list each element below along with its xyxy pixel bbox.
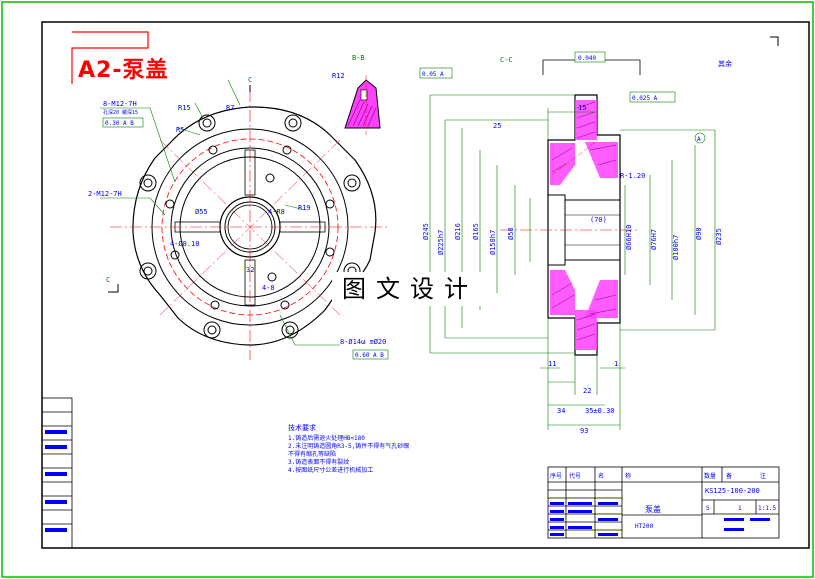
- notes-heading: 技术要求: [288, 423, 316, 432]
- svg-text:2.未注明铸造圆角R3-5,铸件不得有气孔砂眼: 2.未注明铸造圆角R3-5,铸件不得有气孔砂眼: [288, 442, 409, 450]
- section-c-top: C: [248, 76, 252, 84]
- label-d20: 4-8: [262, 284, 275, 292]
- front-view: [100, 79, 390, 360]
- svg-text:22: 22: [583, 387, 591, 395]
- svg-text:1.铸造后需退火处理HB<180: 1.铸造后需退火处理HB<180: [288, 434, 365, 442]
- left-side-table: [41, 397, 73, 549]
- svg-text:93: 93: [580, 427, 588, 435]
- svg-text:34: 34: [557, 407, 565, 415]
- label-r7: R7: [226, 104, 234, 112]
- svg-text:15: 15: [578, 104, 586, 112]
- technical-notes: 技术要求 1.铸造后需退火处理HB<180 2.未注明铸造圆角R3-5,铸件不得…: [288, 423, 409, 474]
- svg-text:Ø165: Ø165: [472, 223, 480, 240]
- section-cc: [429, 51, 716, 430]
- title-block: [547, 466, 780, 539]
- label-runout-left: 0.05 A: [422, 71, 444, 78]
- svg-text:Ø216: Ø216: [454, 223, 462, 240]
- label-r12: R12: [332, 72, 345, 80]
- label-thread2: 2-M12-7H: [88, 190, 122, 198]
- svg-text:R-1.20: R-1.20: [620, 172, 645, 180]
- svg-text:Ø90: Ø90: [695, 227, 703, 240]
- label-flat: 0.040: [578, 55, 596, 62]
- label-holes: 8-Ø14ω ≡Ø20: [340, 338, 386, 346]
- svg-text:不得有缩孔等缺陷: 不得有缩孔等缺陷: [288, 450, 336, 458]
- part-name: 泵盖: [645, 504, 661, 514]
- svg-text:S: S: [706, 505, 710, 512]
- material: HT200: [635, 523, 653, 530]
- drawing-frame: [41, 21, 810, 549]
- watermark: 图文设计: [332, 272, 488, 306]
- svg-text:4.按图纸尺寸公差进行机械加工: 4.按图纸尺寸公差进行机械加工: [288, 466, 373, 474]
- svg-text:11: 11: [548, 360, 556, 368]
- label-datum-a: A: [697, 136, 701, 143]
- label-r19: R19: [298, 204, 311, 212]
- svg-text:3.铸造表面不得有裂纹: 3.铸造表面不得有裂纹: [288, 458, 349, 466]
- svg-text:名: 名: [598, 472, 604, 480]
- svg-text:1: 1: [738, 505, 742, 512]
- svg-text:备: 备: [726, 472, 732, 480]
- svg-text:序号: 序号: [550, 472, 562, 480]
- label-d55: Ø55: [195, 208, 208, 216]
- drawing-title: A2-泵盖: [78, 58, 169, 83]
- svg-text:Ø66H10: Ø66H10: [625, 225, 633, 250]
- section-c-bottom: C: [106, 276, 110, 284]
- svg-text:1: 1: [614, 360, 618, 368]
- drawing-number: KS125-100-200: [705, 487, 760, 495]
- svg-text:Ø76H7: Ø76H7: [650, 229, 658, 250]
- title-block-text: 序号 代号 名 称 数量 备 注 KS125-100-200 泵盖 HT200 …: [550, 472, 776, 530]
- section-bb-label: B-B: [352, 54, 365, 62]
- title-block-fills: [550, 502, 770, 536]
- svg-text:注: 注: [760, 472, 766, 480]
- label-runout-right: 0.025 A: [632, 95, 658, 102]
- svg-text:Ø235: Ø235: [715, 228, 723, 245]
- svg-text:Ø58: Ø58: [507, 227, 515, 240]
- corner-mark: [770, 36, 779, 46]
- front-view-labels: 8-M12-7H 孔深20 螺深15 0.30 A B 2-M12-7H 8-Ø…: [88, 54, 386, 359]
- svg-text:数量: 数量: [704, 472, 716, 480]
- label-ang: 4-R8: [268, 208, 285, 216]
- side-view-labels: C-C 0.05 A 0.025 A 0.040 A 其余 Ø245 Ø225h…: [422, 55, 732, 435]
- label-pos2: 0.60 A B: [355, 352, 384, 359]
- svg-text:35±0.30: 35±0.30: [585, 407, 615, 415]
- label-thread1: 8-M12-7H: [103, 100, 137, 108]
- svg-text:1:1.5: 1:1.5: [758, 505, 776, 512]
- svg-text:25: 25: [493, 122, 501, 130]
- label-pos1: 0.30 A B: [105, 120, 134, 127]
- label-r5: R5: [176, 126, 184, 134]
- svg-text:Ø225h7: Ø225h7: [437, 230, 445, 255]
- label-thread1-depth: 孔深20 螺深15: [103, 109, 138, 116]
- section-bb: [344, 75, 381, 135]
- label-d10: 4-Ø8.10: [170, 240, 200, 248]
- svg-text:Ø245: Ø245: [422, 223, 430, 240]
- svg-text:代号: 代号: [569, 472, 581, 480]
- svg-text:(70): (70): [590, 216, 607, 224]
- svg-text:称: 称: [625, 472, 631, 480]
- svg-text:Ø180h7: Ø180h7: [672, 235, 680, 260]
- svg-text:Ø158h7: Ø158h7: [489, 230, 497, 255]
- section-cc-label: C-C: [500, 56, 513, 64]
- label-d32: 32: [246, 266, 254, 274]
- label-r15: R15: [178, 104, 191, 112]
- label-roughness: 其余: [718, 59, 732, 68]
- title-box: [71, 31, 149, 84]
